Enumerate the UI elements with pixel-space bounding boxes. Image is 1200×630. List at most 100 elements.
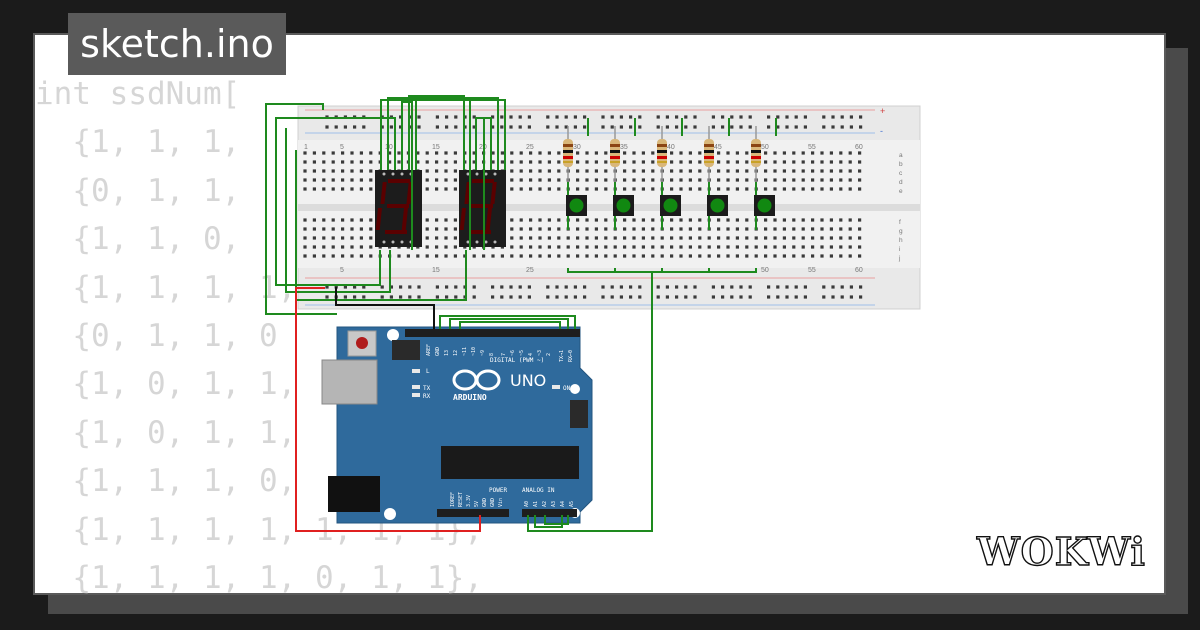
breadboard-hole [369, 245, 373, 249]
breadboard-hole [594, 151, 598, 155]
code-line: {1, 0, 1, 1, [35, 366, 297, 403]
breadboard-hole [726, 254, 730, 258]
breadboard-hole [594, 160, 598, 164]
breadboard-hole [792, 218, 796, 222]
breadboard-hole [829, 160, 833, 164]
breadboard-hole [794, 125, 798, 129]
row-letter: b [899, 161, 903, 168]
breadboard-hole [604, 169, 608, 173]
breadboard-hole [801, 187, 805, 191]
breadboard-hole [859, 295, 863, 299]
breadboard-hole [717, 160, 721, 164]
code-line: {0, 1, 1, 0 [35, 318, 278, 355]
arduino-logo [452, 369, 501, 391]
breadboard-hole [840, 115, 844, 119]
breadboard-hole [425, 169, 429, 173]
breadboard-hole [510, 160, 514, 164]
breadboard-hole [656, 115, 660, 119]
breadboard-hole [711, 295, 715, 299]
breadboard-hole [651, 178, 655, 182]
breadboard-hole [472, 285, 476, 289]
col-num: 55 [808, 144, 816, 151]
breadboard-hole [341, 218, 345, 222]
breadboard-hole [585, 236, 589, 240]
breadboard-hole [688, 245, 692, 249]
breadboard-hole [350, 169, 354, 173]
breadboard-hole [610, 295, 614, 299]
col-num: 15 [432, 144, 440, 151]
breadboard-hole [717, 245, 721, 249]
breadboard-hole [538, 218, 542, 222]
breadboard-hole [557, 160, 561, 164]
breadboard-hole [331, 169, 335, 173]
breadboard-hole [369, 151, 373, 155]
breadboard-hole [585, 245, 589, 249]
breadboard-hole [527, 285, 531, 289]
breadboard-hole [369, 254, 373, 258]
breadboard-hole [576, 227, 580, 231]
breadboard-hole [510, 254, 514, 258]
breadboard-hole [325, 295, 329, 299]
breadboard-hole [472, 295, 476, 299]
breadboard-hole [675, 295, 679, 299]
col-num: 50 [761, 144, 769, 151]
power-label: POWER [489, 487, 507, 494]
breadboard-hole [359, 187, 363, 191]
col-num: 50 [761, 267, 769, 274]
breadboard-hole [322, 245, 326, 249]
breadboard-hole [651, 227, 655, 231]
breadboard-hole [745, 160, 749, 164]
breadboard-hole [583, 285, 587, 289]
breadboard-hole [859, 285, 863, 289]
breadboard-hole [848, 218, 852, 222]
breadboard-hole [619, 115, 623, 119]
breadboard-hole [303, 236, 307, 240]
breadboard-hole [341, 151, 345, 155]
breadboard-hole [735, 245, 739, 249]
breadboard-hole [773, 169, 777, 173]
row-letter: i [899, 246, 900, 253]
breadboard-hole [557, 218, 561, 222]
breadboard-hole [745, 245, 749, 249]
breadboard-hole [303, 187, 307, 191]
breadboard-hole [754, 254, 758, 258]
breadboard-hole [601, 115, 605, 119]
breadboard-hole [350, 151, 354, 155]
code-line: {0, 1, 1, [35, 172, 241, 209]
digital-pin-label: ~6 [510, 350, 516, 356]
breadboard-hole [848, 254, 852, 258]
breadboard-hole [688, 169, 692, 173]
breadboard-hole [604, 227, 608, 231]
breadboard-hole [735, 151, 739, 155]
breadboard-hole [764, 187, 768, 191]
row-letter: d [899, 179, 903, 186]
breadboard-hole [343, 285, 347, 289]
breadboard-hole [801, 236, 805, 240]
breadboard-hole [735, 218, 739, 222]
breadboard-hole [538, 227, 542, 231]
breadboard-hole [811, 227, 815, 231]
breadboard-hole [613, 245, 617, 249]
breadboard-hole [822, 115, 826, 119]
breadboard-hole [417, 115, 421, 119]
breadboard-hole [406, 254, 410, 258]
breadboard-hole [638, 125, 642, 129]
breadboard-hole [717, 187, 721, 191]
breadboard-hole [651, 169, 655, 173]
breadboard-hole [509, 285, 513, 289]
row-letter: j [898, 255, 900, 262]
code-line: int ssdNum[ [35, 76, 241, 112]
breadboard-hole [341, 245, 345, 249]
breadboard-hole [782, 178, 786, 182]
breadboard-hole [604, 218, 608, 222]
arduino-uno: UNO ARDUINO DIGITAL (PWM ~) POWER ANALOG… [321, 326, 593, 524]
wires [265, 95, 777, 532]
breadboard-hole [453, 236, 457, 240]
breadboard-hole [641, 245, 645, 249]
breadboard-hole [491, 115, 495, 119]
breadboard-hole [730, 285, 734, 289]
breadboard-hole [510, 218, 514, 222]
breadboard-hole [557, 245, 561, 249]
breadboard-hole [369, 218, 373, 222]
seven-segment-display [459, 170, 506, 247]
